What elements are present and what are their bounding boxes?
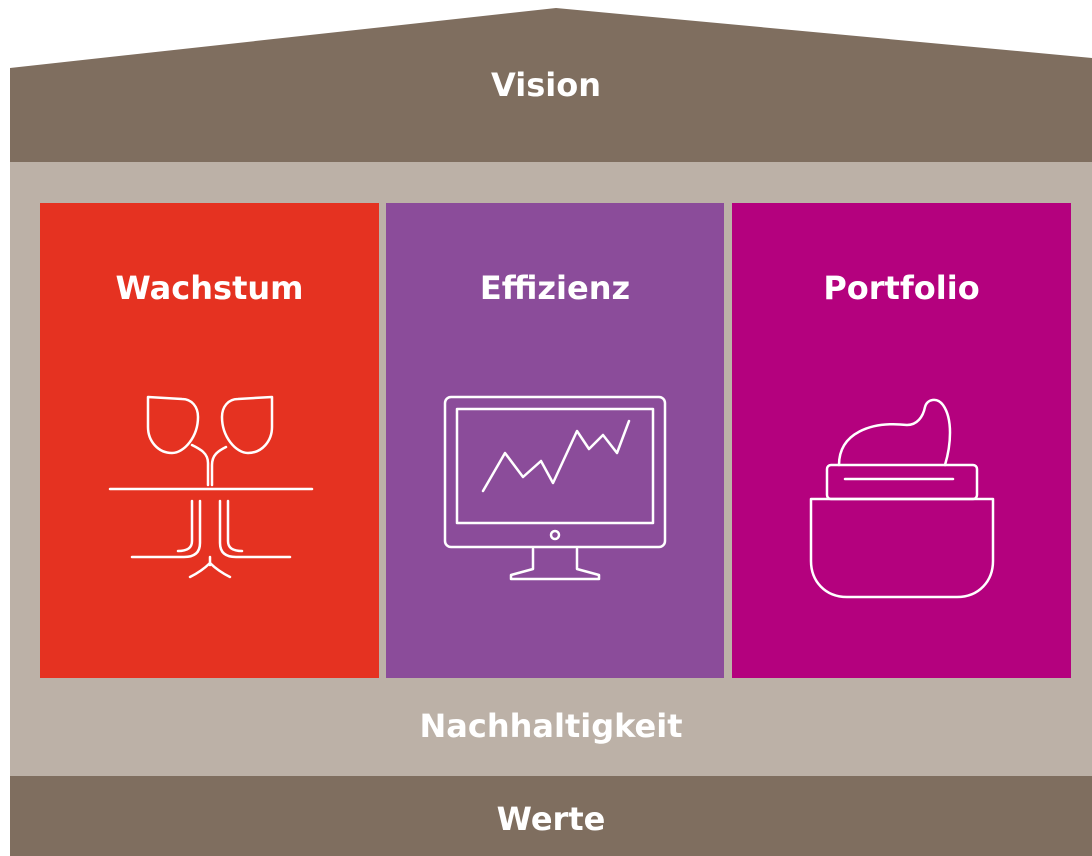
pillar-title: Wachstum — [115, 269, 304, 307]
base-label: Werte — [496, 800, 606, 838]
pillar-title: Portfolio — [823, 269, 980, 307]
roof-label: Vision — [491, 66, 601, 104]
monitor-chart-icon — [386, 393, 724, 613]
plant-sprout-icon — [40, 393, 379, 613]
pillar-title: Effizienz — [479, 269, 631, 307]
roof-shape — [10, 8, 1092, 162]
roof-vision: Vision — [0, 0, 1092, 162]
cream-jar-icon — [732, 393, 1071, 613]
foundation-label: Nachhaltigkeit — [419, 707, 683, 745]
pillar-portfolio: Portfolio — [732, 203, 1071, 678]
pillar-wachstum: Wachstum — [40, 203, 379, 678]
base-werte: Werte — [10, 776, 1092, 856]
house-body: Wachstum Effizienz — [10, 162, 1092, 776]
pillar-effizienz: Effizienz — [386, 203, 724, 678]
